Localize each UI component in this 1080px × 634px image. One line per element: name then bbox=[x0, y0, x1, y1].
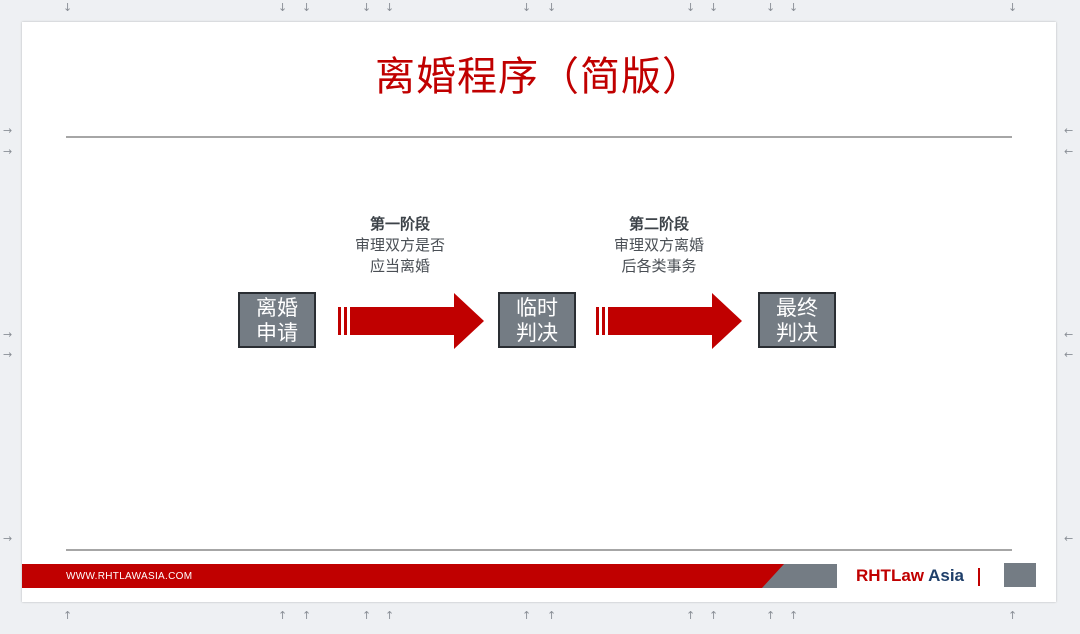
guide-marker: ↓ bbox=[709, 1, 719, 14]
step-label: 判决 bbox=[776, 321, 818, 345]
guide-marker: ↓ bbox=[547, 1, 557, 14]
bottom-divider bbox=[66, 549, 1012, 551]
guide-marker: ↓ bbox=[1008, 1, 1018, 14]
guide-marker: ↓ bbox=[302, 1, 312, 14]
stage-line: 应当离婚 bbox=[369, 257, 430, 275]
footer-accent-shape bbox=[762, 564, 837, 588]
guide-marker: ← bbox=[1064, 348, 1074, 361]
guide-marker: ↓ bbox=[522, 1, 532, 14]
step-label: 最终 bbox=[776, 296, 818, 320]
guide-marker: ↓ bbox=[686, 1, 696, 14]
guide-marker: ↑ bbox=[547, 609, 557, 622]
guide-marker: ← bbox=[1064, 328, 1074, 341]
step-label: 判决 bbox=[516, 321, 558, 345]
guide-marker: → bbox=[3, 124, 13, 137]
brand-name: RHTLaw bbox=[856, 566, 924, 585]
brand-box bbox=[1004, 563, 1036, 587]
guide-marker: ↑ bbox=[522, 609, 532, 622]
guide-marker: ↑ bbox=[766, 609, 776, 622]
slide[interactable]: 离婚程序（简版） 第一阶段 审理双方是否 应当离婚 第二阶段 审理双方离婚 后各… bbox=[22, 22, 1056, 602]
guide-marker: ↓ bbox=[789, 1, 799, 14]
brand-logo: RHTLaw Asia bbox=[856, 566, 964, 586]
stage-line: 审理双方是否 bbox=[354, 236, 445, 254]
stage-caption-2: 第二阶段 审理双方离婚 后各类事务 bbox=[579, 214, 739, 277]
guide-marker: ↑ bbox=[63, 609, 73, 622]
top-divider bbox=[66, 136, 1012, 138]
guide-marker: → bbox=[3, 328, 13, 341]
guide-marker: ↓ bbox=[278, 1, 288, 14]
guide-marker: ↓ bbox=[63, 1, 73, 14]
guide-marker: ↑ bbox=[302, 609, 312, 622]
stage-line: 后各类事务 bbox=[621, 257, 697, 275]
guide-marker: ↑ bbox=[709, 609, 719, 622]
guide-marker: ↑ bbox=[1008, 609, 1018, 622]
step-label: 离婚 bbox=[256, 296, 298, 320]
guide-marker: ← bbox=[1064, 532, 1074, 545]
guide-marker: ← bbox=[1064, 124, 1074, 137]
guide-marker: ↑ bbox=[789, 609, 799, 622]
step-box-apply: 离婚 申请 bbox=[238, 292, 316, 348]
step-box-interim: 临时 判决 bbox=[498, 292, 576, 348]
arrow-right-icon bbox=[596, 293, 742, 349]
stage-heading: 第一阶段 bbox=[369, 215, 430, 233]
arrow-right-icon bbox=[338, 293, 484, 349]
slide-title: 离婚程序（简版） bbox=[375, 54, 703, 100]
step-label: 申请 bbox=[256, 321, 298, 345]
brand-region: Asia bbox=[928, 566, 965, 585]
stage-line: 审理双方离婚 bbox=[613, 236, 704, 254]
guide-marker: ↑ bbox=[278, 609, 288, 622]
guide-marker: ↓ bbox=[766, 1, 776, 14]
guide-marker: ↑ bbox=[385, 609, 395, 622]
guide-marker: → bbox=[3, 532, 13, 545]
footer-bar bbox=[22, 564, 797, 588]
guide-marker: → bbox=[3, 145, 13, 158]
guide-marker: ↑ bbox=[362, 609, 372, 622]
step-box-final: 最终 判决 bbox=[758, 292, 836, 348]
stage-heading: 第二阶段 bbox=[628, 215, 689, 233]
step-label: 临时 bbox=[516, 296, 558, 320]
guide-marker: ↓ bbox=[362, 1, 372, 14]
footer-url: WWW.RHTLAWASIA.COM bbox=[66, 571, 193, 582]
stage-caption-1: 第一阶段 审理双方是否 应当离婚 bbox=[320, 214, 480, 277]
brand-separator bbox=[978, 568, 980, 586]
guide-marker: → bbox=[3, 348, 13, 361]
guide-marker: ↓ bbox=[385, 1, 395, 14]
guide-marker: ↑ bbox=[686, 609, 696, 622]
guide-marker: ← bbox=[1064, 145, 1074, 158]
